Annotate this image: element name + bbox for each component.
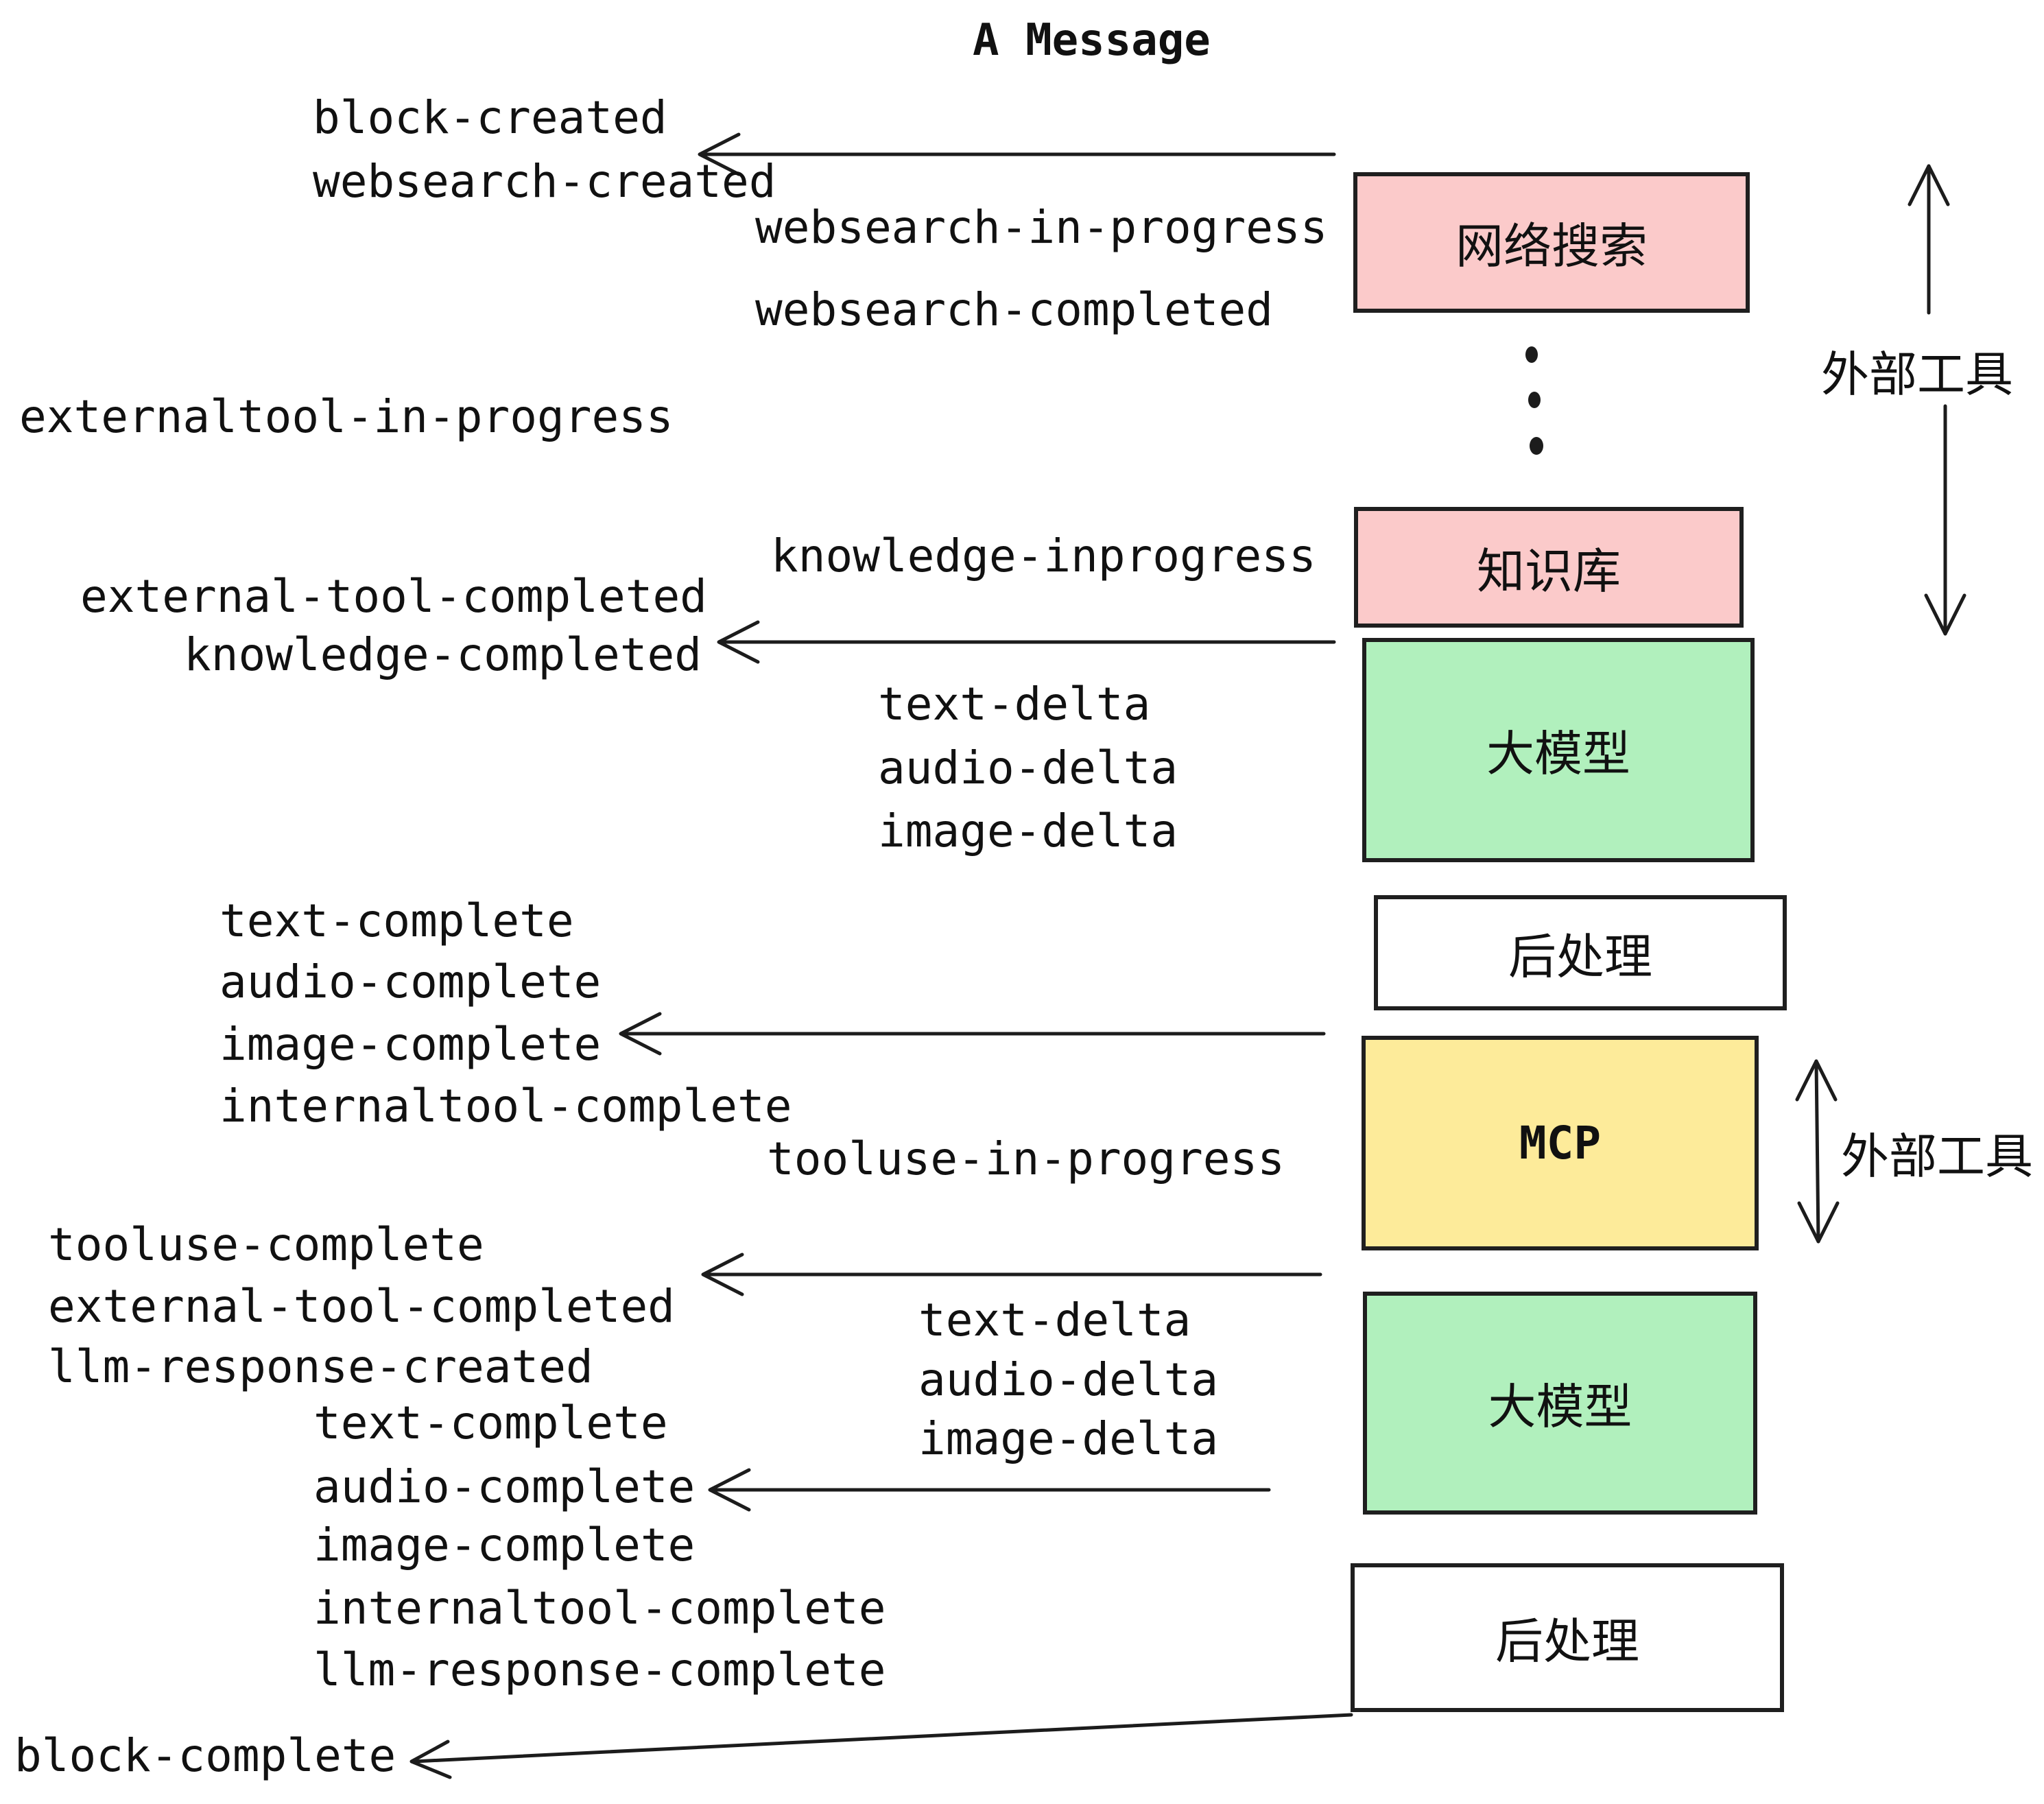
event-image-delta-1: image-delta [878, 805, 1178, 857]
event-text-delta-1: text-delta [878, 678, 1151, 731]
event-knowledge-completed: knowledge-completed [184, 628, 702, 681]
box-postprocess-1-label: 后处理 [1508, 928, 1652, 985]
arrow-to-websearch-created [698, 132, 1336, 176]
event-internaltool-complete-2: internaltool-complete [313, 1582, 886, 1635]
event-tooluse-complete: tooluse-complete [48, 1218, 484, 1271]
box-llm-1: 大模型 [1362, 638, 1755, 862]
box-postprocess-1: 后处理 [1374, 895, 1787, 1010]
event-audio-delta-2: audio-delta [918, 1353, 1219, 1406]
event-websearch-in-progress: websearch-in-progress [755, 201, 1328, 254]
event-image-delta-2: image-delta [918, 1412, 1219, 1465]
side-label-external-tools-1: 外部工具 [1821, 346, 2013, 403]
event-llm-response-complete: llm-response-complete [313, 1643, 886, 1696]
event-text-complete-2: text-complete [313, 1397, 668, 1449]
arrow-to-image-complete [619, 1012, 1326, 1056]
arrow-to-tooluse-complete [701, 1253, 1322, 1296]
box-knowledge: 知识库 [1354, 507, 1744, 628]
event-audio-delta-1: audio-delta [878, 741, 1178, 794]
box-llm-1-label: 大模型 [1486, 726, 1630, 782]
event-external-tool-completed-2: external-tool-completed [48, 1280, 675, 1333]
box-postprocess-2-label: 后处理 [1495, 1613, 1639, 1670]
event-llm-response-created: llm-response-created [48, 1340, 593, 1393]
box-mcp-label: MCP [1519, 1117, 1602, 1170]
arrow-to-audio-complete [708, 1468, 1271, 1512]
event-block-created: block-created [313, 91, 667, 144]
arrow-to-knowledge-completed [717, 620, 1336, 664]
box-mcp: MCP [1362, 1036, 1759, 1250]
diagram-title: A Message [973, 15, 1211, 66]
event-text-complete-1: text-complete [219, 894, 574, 947]
event-knowledge-inprogress: knowledge-inprogress [771, 530, 1316, 582]
box-postprocess-2: 后处理 [1351, 1563, 1784, 1712]
event-audio-complete-1: audio-complete [219, 956, 602, 1008]
event-text-delta-2: text-delta [918, 1294, 1191, 1346]
external-tools-arrow-mcp [1795, 1059, 1840, 1244]
event-image-complete-1: image-complete [219, 1018, 602, 1071]
side-label-external-tools-2: 外部工具 [1841, 1128, 2033, 1185]
box-websearch: 网络搜索 [1353, 172, 1750, 313]
arrow-to-block-complete [409, 1713, 1353, 1779]
ellipsis-dots [1525, 346, 1543, 455]
event-externaltool-in-progress: externaltool-in-progress [19, 390, 674, 443]
event-internaltool-complete-1: internaltool-complete [219, 1080, 792, 1132]
event-external-tool-completed-1: external-tool-completed [80, 570, 707, 623]
event-tooluse-in-progress: tooluse-in-progress [767, 1132, 1285, 1185]
box-llm-2-label: 大模型 [1488, 1379, 1632, 1435]
event-image-complete-2: image-complete [313, 1519, 696, 1571]
box-knowledge-label: 知识库 [1477, 543, 1621, 600]
event-block-complete: block-complete [14, 1729, 396, 1782]
event-websearch-created: websearch-created [313, 155, 776, 208]
box-llm-2: 大模型 [1363, 1292, 1757, 1515]
event-websearch-completed: websearch-completed [755, 283, 1273, 336]
event-audio-complete-2: audio-complete [313, 1460, 696, 1513]
external-tools-arrow-top [1908, 164, 1966, 636]
box-websearch-label: 网络搜索 [1455, 218, 1648, 274]
